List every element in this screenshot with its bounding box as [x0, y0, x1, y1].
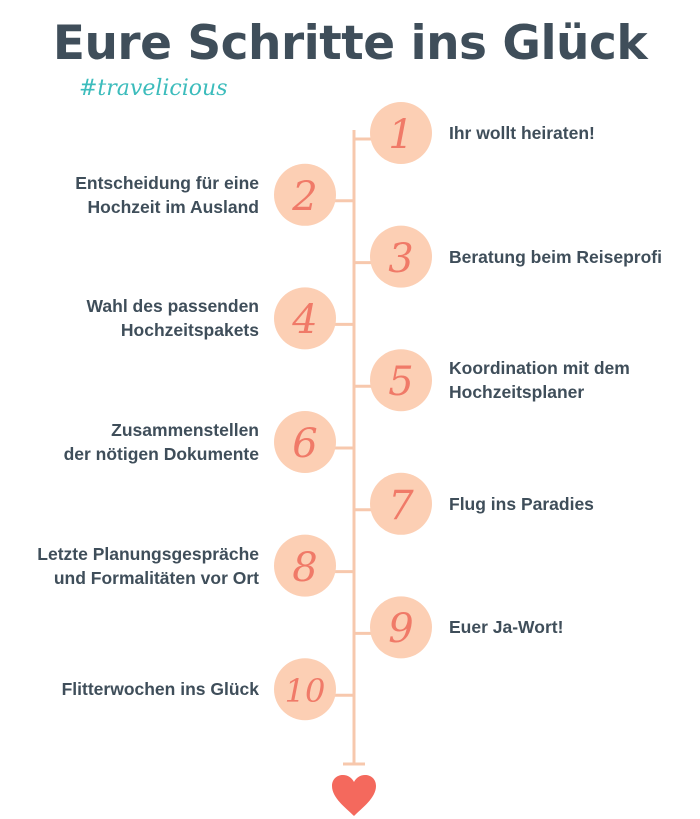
step-label: Flug ins Paradies	[449, 493, 594, 514]
step-circle	[274, 658, 336, 721]
step-circle	[274, 287, 336, 350]
step-number: 6	[292, 421, 318, 467]
step-number: 10	[284, 672, 326, 711]
step-circle	[274, 411, 336, 473]
step-number: 1	[388, 112, 414, 158]
page-title: Eure Schritte ins Glück	[52, 16, 648, 71]
step-number: 5	[388, 359, 414, 406]
step-circle	[370, 472, 432, 535]
heart-icon	[332, 775, 376, 816]
step-number: 4	[292, 297, 318, 344]
step-number: 2	[292, 173, 318, 220]
step-circle	[370, 102, 432, 164]
step-number: 3	[388, 235, 414, 282]
step-circle	[370, 225, 432, 288]
step-circle	[370, 596, 432, 659]
step-circle	[370, 349, 432, 412]
step-label: Euer Ja-Wort!	[449, 617, 564, 638]
step-number: 8	[292, 544, 318, 591]
step-label: Ihr wollt heiraten!	[449, 123, 595, 143]
step-number: 9	[388, 606, 414, 653]
step-label: Flitterwochen ins Glück	[61, 679, 259, 700]
step-circle	[274, 534, 336, 597]
step-circle	[274, 163, 336, 226]
hashtag-logo: #travelicious	[79, 76, 228, 101]
step-label: Beratung beim Reiseprofi	[449, 246, 662, 267]
step-number: 7	[388, 482, 414, 529]
